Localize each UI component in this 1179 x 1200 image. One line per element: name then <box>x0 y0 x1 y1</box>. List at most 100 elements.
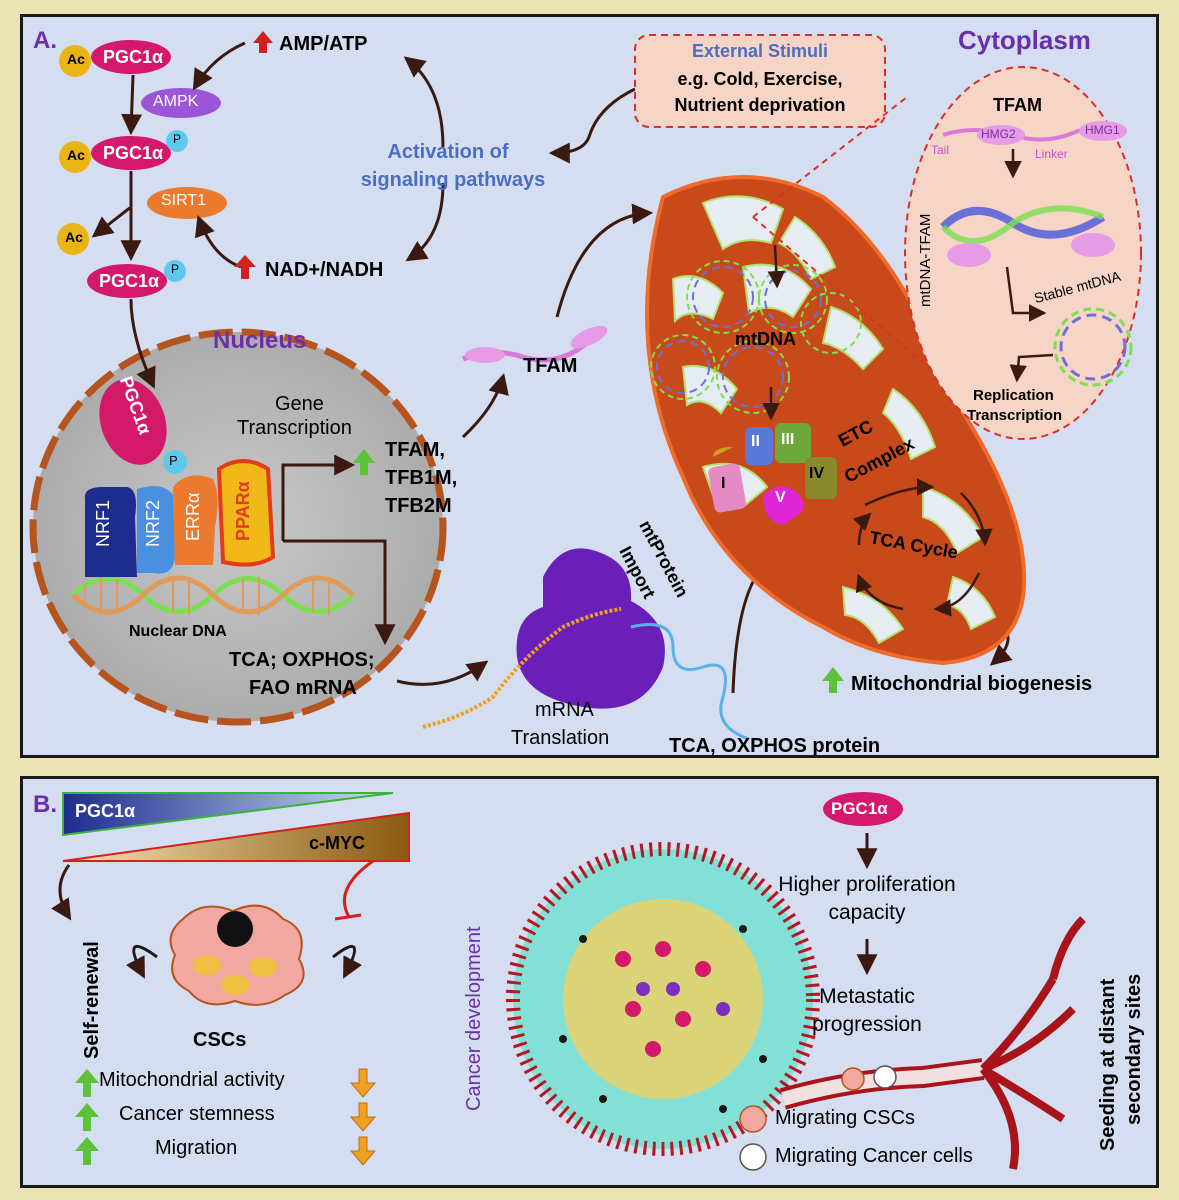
cancer-dev-label: Cancer development <box>463 926 485 1111</box>
migrating-csc-icon <box>739 1105 767 1133</box>
inset-tail: Tail <box>931 143 950 157</box>
erra-shape <box>173 475 218 565</box>
p-nucleus-label: P <box>169 453 178 468</box>
amp-atp-label: AMP/ATP <box>279 33 368 55</box>
amp-up-arrow <box>253 31 273 53</box>
panel-a: A. Cytoplasm Ac PGC1α AMP/ATP AMPK Ac PG… <box>20 14 1159 758</box>
tf-erra: ERRα <box>183 492 203 541</box>
complex-ii-shape <box>745 427 773 465</box>
translation-line1: mRNA <box>535 699 594 721</box>
gene-line2: Transcription <box>237 417 352 439</box>
stemness-label: Cancer stemness <box>119 1103 275 1125</box>
nuclear-dna-helix <box>71 575 355 615</box>
panel-b-label: B. <box>33 791 57 818</box>
tca-oxphos-protein-label: TCA, OXPHOS protein <box>669 735 881 757</box>
inset-mtdna-tfam: mtDNA-TFAM <box>917 213 934 307</box>
seeding-line2: secondary sites <box>1123 973 1145 1125</box>
panel-a-label: A. <box>33 27 57 54</box>
complex-i-label: I <box>721 475 726 492</box>
complex-ii-label: II <box>751 433 760 450</box>
mtdna-rings <box>650 260 862 414</box>
nrf1-shape <box>84 487 137 577</box>
pgc1a-label-1: PGC1α <box>103 47 164 67</box>
targets-line2: TFB1M, <box>385 467 458 489</box>
cmyc-gradient-label: c-MYC <box>309 833 366 853</box>
pgc1a-nucleus-shape <box>99 379 167 465</box>
p-badge-2 <box>166 130 188 152</box>
ac-badge-3 <box>57 223 89 255</box>
nucleus-label: Nucleus <box>213 327 307 354</box>
mrna-line1: TCA; OXPHOS; <box>229 649 375 671</box>
ac-badge-2 <box>59 141 91 173</box>
complex-i-shape <box>708 463 746 513</box>
pgc1a-gradient-label: PGC1α <box>75 801 136 821</box>
tfam-cyto-label: TFAM <box>523 355 578 377</box>
nrf2-shape <box>137 486 175 574</box>
complex-iv-label: IV <box>809 465 825 482</box>
tumor-cells <box>615 941 711 1057</box>
meta-line1: Metastatic <box>819 985 915 1008</box>
pgc1a-shape-1 <box>91 40 171 74</box>
seeding-line1: Seeding at distant <box>1097 978 1119 1151</box>
inset-replication: Replication <box>973 387 1054 404</box>
targets-line3: TFB2M <box>385 495 452 517</box>
ext-stimuli-line1: e.g. Cold, Exercise, <box>677 69 843 89</box>
ampk-shape <box>141 88 221 118</box>
tf-nrf2: NRF2 <box>143 499 163 547</box>
complex-v-label: V <box>775 489 786 506</box>
complex-v-shape <box>763 486 804 525</box>
pgc1a-label-2: PGC1α <box>103 143 164 163</box>
sirt1-label: SIRT1 <box>161 192 207 209</box>
tf-nrf1: NRF1 <box>93 499 113 547</box>
nuclear-dna-label: Nuclear DNA <box>129 623 227 640</box>
ac-label-3: Ac <box>65 229 83 245</box>
inset-transcription: Transcription <box>967 407 1063 424</box>
external-stimuli-box <box>634 34 886 128</box>
tf-ppara: PPARα <box>233 481 253 541</box>
activation-line2: signaling pathways <box>360 169 546 191</box>
nad-nadh-label: NAD+/NADH <box>265 259 384 281</box>
ac-label-1: Ac <box>67 51 85 67</box>
ribosome <box>516 548 665 709</box>
mito-activity-label: Mitochondrial activity <box>99 1069 285 1091</box>
pgc1a-wedge <box>62 792 394 837</box>
ext-stimuli-line2: Nutrient deprivation <box>674 95 846 115</box>
pgc1a-b-label: PGC1α <box>831 799 888 818</box>
tumor-core <box>563 899 763 1099</box>
mrna-strand <box>422 607 622 729</box>
panel-b-graphics <box>51 792 1086 1171</box>
higher-line1: Higher proliferation <box>778 873 956 896</box>
translation-line2: Translation <box>511 727 610 749</box>
migration-label: Migration <box>155 1137 238 1159</box>
p-label-2: P <box>173 132 182 146</box>
migrating-cancer-icon <box>739 1143 767 1171</box>
sirt1-shape <box>147 187 227 219</box>
complex-iv-shape <box>805 457 837 499</box>
ac-label-2: Ac <box>67 147 85 163</box>
csc-cell <box>169 904 305 1006</box>
higher-line2: capacity <box>828 901 906 924</box>
panel-a-graphics <box>29 31 1142 741</box>
cmyc-wedge <box>62 811 410 862</box>
ppara-shape <box>216 459 276 567</box>
complex-iii-label: III <box>781 431 795 448</box>
inset-linker: Linker <box>1035 147 1068 161</box>
pgc1a-label-3: PGC1α <box>99 271 160 291</box>
biogenesis-up-arrow <box>822 667 844 693</box>
migrating-cancer-label: Migrating Cancer cells <box>775 1145 973 1167</box>
complex-iii-shape <box>775 423 811 463</box>
p-label-3: P <box>171 262 180 276</box>
mito-biogenesis-label: Mitochondrial biogenesis <box>851 673 1093 695</box>
inset-hmg1: HMG1 <box>1085 123 1120 137</box>
self-renewal-label: Self-renewal <box>81 941 103 1059</box>
nad-up-arrow <box>234 255 256 279</box>
ext-stimuli-title: External Stimuli <box>691 41 829 61</box>
ampk-label: AMPK <box>153 93 199 110</box>
targets-line1: TFAM, <box>385 439 445 461</box>
cytoplasm-label: Cytoplasm <box>958 25 1091 55</box>
mtdna-label: mtDNA <box>735 329 796 349</box>
mitochondrion-outer <box>645 175 1027 666</box>
meta-line2: progression <box>812 1013 922 1036</box>
pgc1a-b-shape <box>823 792 903 826</box>
tfam-up-arrow <box>353 449 375 475</box>
